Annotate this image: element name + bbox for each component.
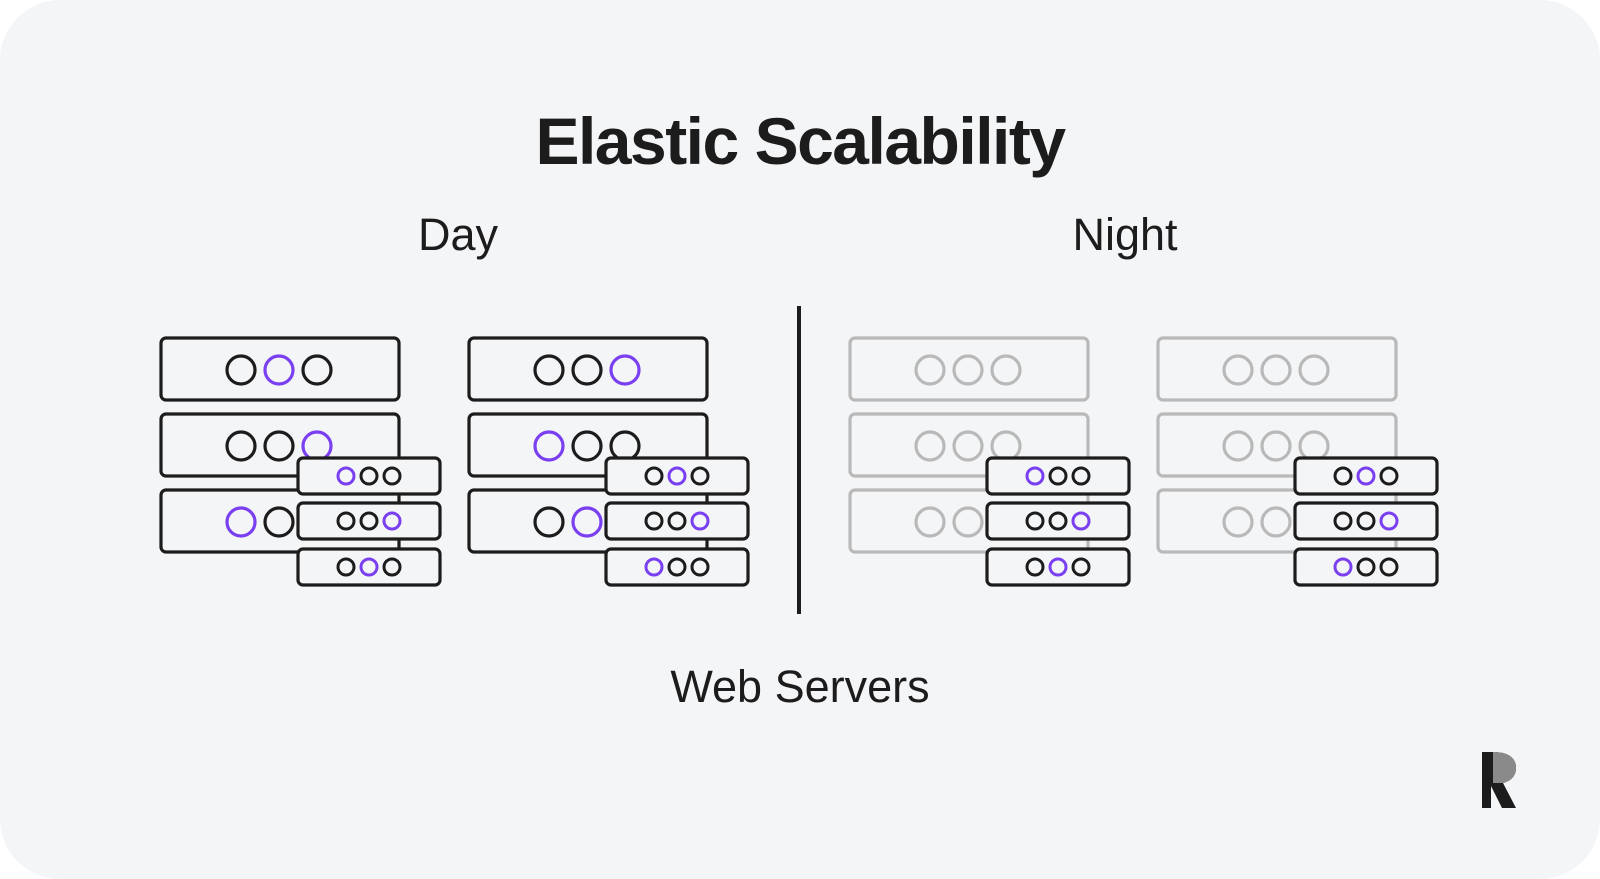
server-rack-night [848, 336, 1131, 587]
server-rack-night [1156, 336, 1439, 587]
status-light [571, 506, 603, 538]
small-server-unit [985, 456, 1131, 496]
status-light [952, 506, 984, 538]
status-light [914, 430, 946, 462]
status-light [382, 557, 402, 577]
diagram-title: Elastic Scalability [535, 104, 1066, 178]
status-light [1379, 511, 1399, 531]
status-light [1048, 511, 1068, 531]
status-light [1025, 557, 1045, 577]
status-light [382, 466, 402, 486]
status-light [1356, 557, 1376, 577]
status-light [571, 354, 603, 386]
status-light [359, 557, 379, 577]
status-light [1333, 466, 1353, 486]
status-light [1356, 511, 1376, 531]
small-server-unit [1293, 547, 1439, 587]
small-server-unit [985, 547, 1131, 587]
small-server-unit [985, 501, 1131, 541]
small-server-unit [296, 501, 442, 541]
small-server-unit [296, 456, 442, 496]
status-light [667, 466, 687, 486]
r-logo-icon [1482, 752, 1516, 808]
status-light [533, 430, 565, 462]
status-light [301, 354, 333, 386]
small-server-unit [1293, 501, 1439, 541]
web-servers-label: Web Servers [670, 661, 930, 712]
status-light [990, 354, 1022, 386]
status-light [952, 354, 984, 386]
status-light [1048, 557, 1068, 577]
status-light [359, 466, 379, 486]
status-light [1025, 511, 1045, 531]
server-unit [848, 336, 1090, 402]
status-light [1071, 511, 1091, 531]
status-light [533, 506, 565, 538]
status-light [690, 557, 710, 577]
small-server-unit [604, 456, 750, 496]
status-light [644, 511, 664, 531]
status-light [359, 511, 379, 531]
status-light [1333, 511, 1353, 531]
day-label: Day [417, 209, 499, 260]
status-light [690, 511, 710, 531]
status-light [225, 354, 257, 386]
status-light [336, 557, 356, 577]
status-light [1356, 466, 1376, 486]
status-light [225, 506, 257, 538]
status-light [225, 430, 257, 462]
status-light [571, 430, 603, 462]
status-light [609, 354, 641, 386]
status-light [952, 430, 984, 462]
status-light [667, 511, 687, 531]
status-light [1333, 557, 1353, 577]
status-light [1379, 466, 1399, 486]
status-light [336, 466, 356, 486]
status-light [1025, 466, 1045, 486]
server-unit [467, 336, 709, 402]
status-light [263, 354, 295, 386]
status-light [1260, 506, 1292, 538]
status-light [1260, 354, 1292, 386]
status-light [1048, 466, 1068, 486]
status-light [533, 354, 565, 386]
small-server-unit [604, 547, 750, 587]
small-server-unit [604, 501, 750, 541]
status-light [1222, 430, 1254, 462]
status-light [1260, 430, 1292, 462]
status-light [1071, 557, 1091, 577]
server-rack-day [159, 336, 442, 587]
status-light [1379, 557, 1399, 577]
small-server-unit [1293, 456, 1439, 496]
status-light [263, 430, 295, 462]
status-light [667, 557, 687, 577]
night-label: Night [1072, 209, 1178, 260]
server-rack-day [467, 336, 750, 587]
status-light [1222, 506, 1254, 538]
status-light [644, 466, 664, 486]
server-unit [159, 336, 401, 402]
status-light [336, 511, 356, 531]
status-light [690, 466, 710, 486]
status-light [914, 354, 946, 386]
server-unit [1156, 336, 1398, 402]
status-light [914, 506, 946, 538]
status-light [1071, 466, 1091, 486]
status-light [263, 506, 295, 538]
status-light [1298, 354, 1330, 386]
status-light [1222, 354, 1254, 386]
status-light [644, 557, 664, 577]
status-light [382, 511, 402, 531]
small-server-unit [296, 547, 442, 587]
